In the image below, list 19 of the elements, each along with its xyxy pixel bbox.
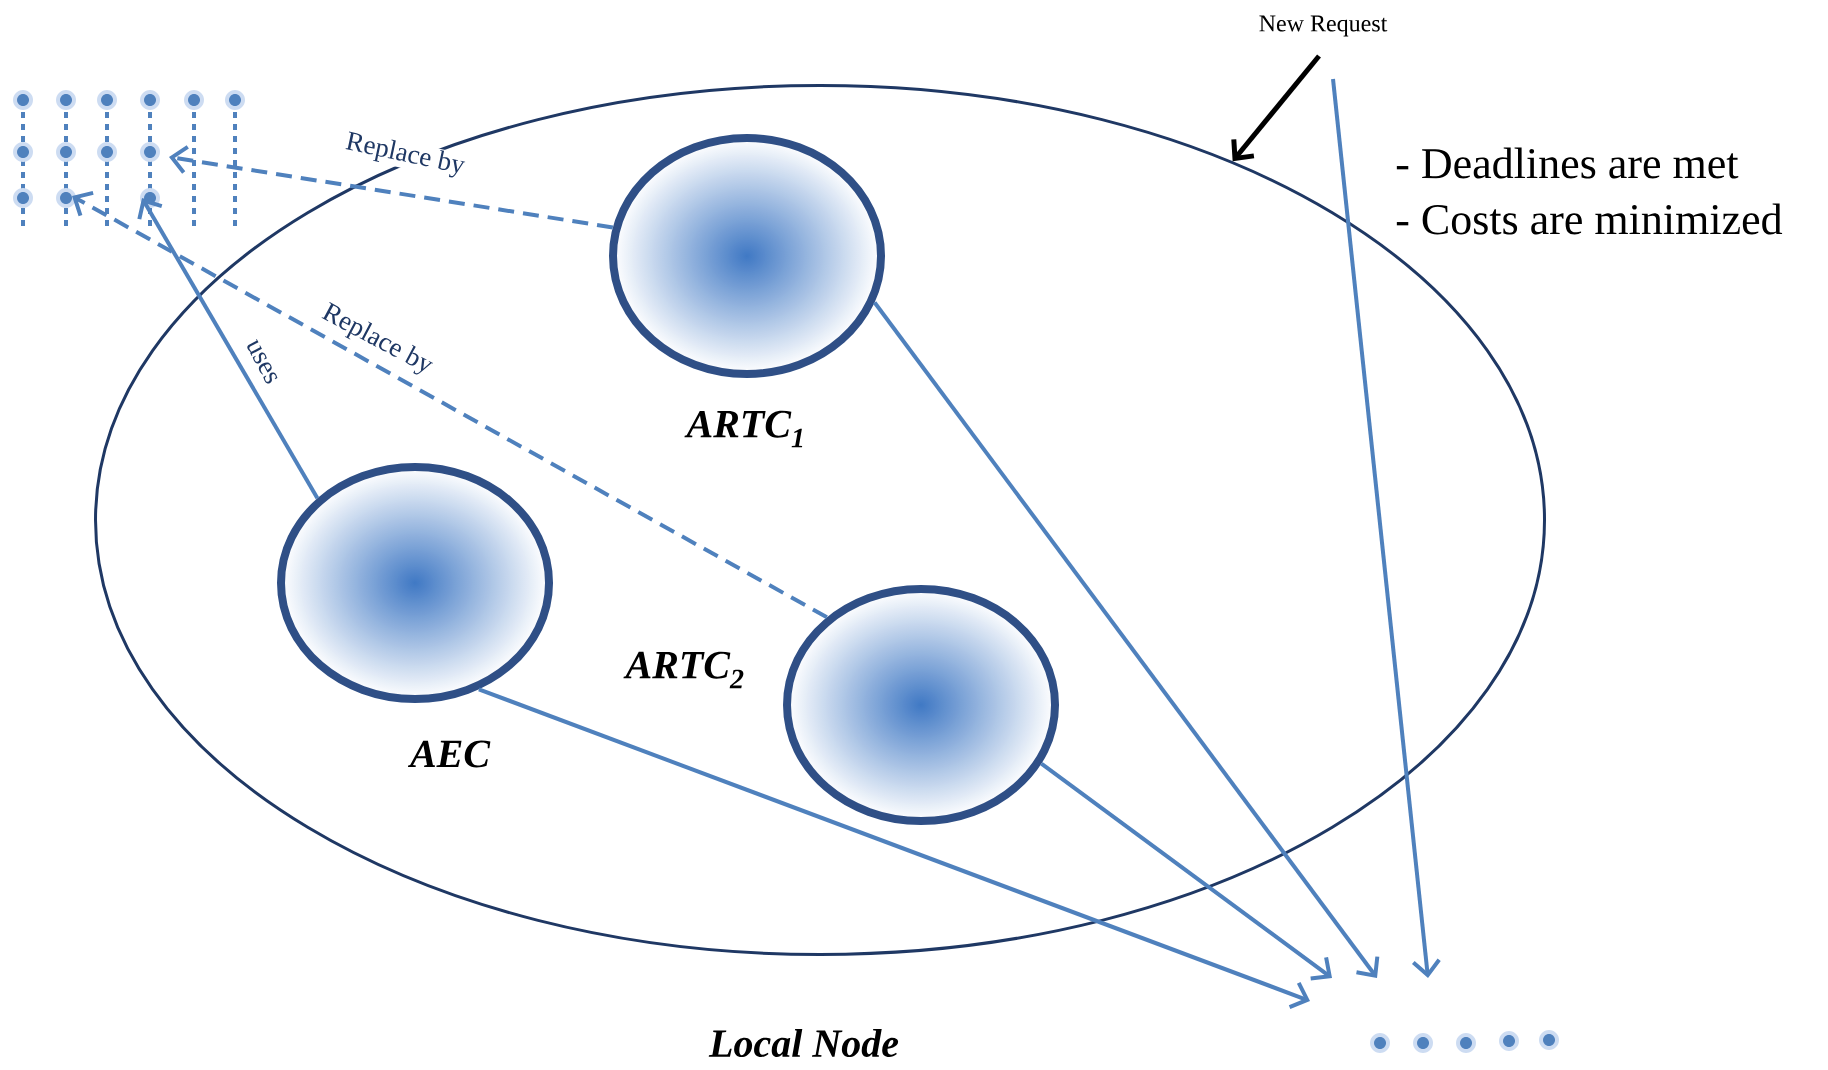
edge-label: Replace by [342,129,468,181]
node-label: AEC [407,740,491,768]
bullet-text: - Deadlines are met [1396,147,1739,179]
dot-group-drawing [13,90,245,226]
node-label: ARTC$_{1}$ [684,410,803,448]
bullet-text: - Costs are minimized [1396,203,1783,235]
arrow [1331,78,1441,978]
request-label: New Request [1259,15,1388,37]
arrow [873,301,1380,978]
dot-group-drawing [1370,1030,1559,1053]
edge-label: uses [244,337,280,387]
arrow [1040,762,1332,981]
node-label: ARTC$_{2}$ [623,651,744,689]
arrow [137,198,320,500]
arrow [72,190,828,619]
arrow [1231,54,1321,162]
arrow [169,145,614,230]
arrow [478,687,1310,1010]
node-label: Local Node [708,1028,899,1058]
